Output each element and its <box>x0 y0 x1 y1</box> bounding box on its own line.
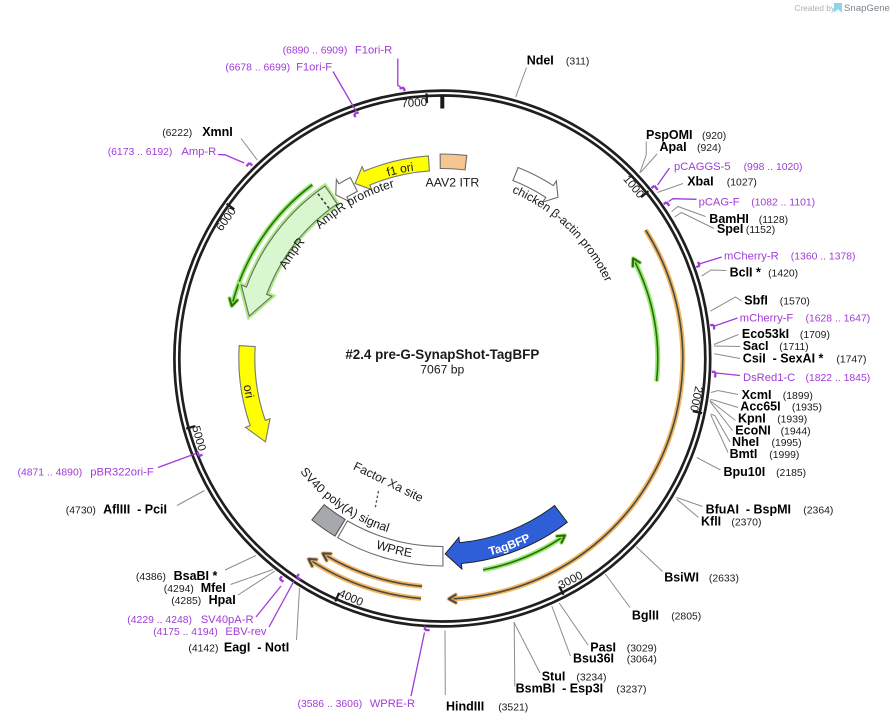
svg-text:(1360 .. 1378): (1360 .. 1378) <box>791 252 856 263</box>
svg-text:(1747): (1747) <box>836 355 866 366</box>
svg-text:BclI *: BclI * <box>730 266 761 280</box>
svg-text:(4229 .. 4248): (4229 .. 4248) <box>127 615 192 626</box>
svg-text:BmtI: BmtI <box>730 447 758 461</box>
svg-text:F1ori-R: F1ori-R <box>355 45 392 57</box>
svg-text:SbfI: SbfI <box>744 294 768 308</box>
svg-text:DsRed1-C: DsRed1-C <box>743 372 795 384</box>
svg-text:(924): (924) <box>697 143 721 154</box>
svg-text:EagI - NotI: EagI - NotI <box>224 641 289 655</box>
svg-text:(1082 .. 1101): (1082 .. 1101) <box>751 197 815 208</box>
svg-text:(2805): (2805) <box>671 612 701 623</box>
svg-text:(1152): (1152) <box>746 225 775 236</box>
svg-text:Bpu10I: Bpu10I <box>724 465 766 479</box>
svg-text:(1709): (1709) <box>800 330 830 341</box>
svg-text:(2185): (2185) <box>776 468 806 479</box>
svg-text:(998 .. 1020): (998 .. 1020) <box>744 162 803 173</box>
svg-text:(4142): (4142) <box>188 644 218 655</box>
svg-text:NdeI: NdeI <box>527 54 554 68</box>
svg-text:HpaI: HpaI <box>209 593 236 607</box>
svg-text:XmnI: XmnI <box>202 125 233 139</box>
svg-text:SV40pA-R: SV40pA-R <box>201 614 254 626</box>
svg-text:pCAG-F: pCAG-F <box>699 196 740 208</box>
svg-text:(6222): (6222) <box>162 128 192 139</box>
svg-text:(311): (311) <box>566 57 590 68</box>
svg-text:(2633): (2633) <box>709 574 739 585</box>
svg-text:(1570): (1570) <box>780 297 810 308</box>
svg-text:(4730): (4730) <box>66 506 96 517</box>
svg-text:(6678 .. 6699): (6678 .. 6699) <box>225 63 290 74</box>
svg-text:pBR322ori-F: pBR322ori-F <box>90 467 154 479</box>
svg-text:mCherry-R: mCherry-R <box>724 251 779 263</box>
svg-text:AAV2 ITR: AAV2 ITR <box>426 176 480 190</box>
svg-text:(1995): (1995) <box>772 438 802 449</box>
svg-text:(3064): (3064) <box>627 655 657 666</box>
svg-text:(4386): (4386) <box>136 572 166 583</box>
svg-text:WPRE-R: WPRE-R <box>370 698 415 710</box>
svg-text:ApaI: ApaI <box>660 140 687 154</box>
svg-text:Amp-R: Amp-R <box>181 146 216 158</box>
svg-text:(1027): (1027) <box>727 178 757 189</box>
svg-text:CsiI - SexAI *: CsiI - SexAI * <box>743 352 824 366</box>
svg-text:#2.4 pre-G-SynapShot-TagBFP: #2.4 pre-G-SynapShot-TagBFP <box>345 347 539 362</box>
svg-text:ori: ori <box>241 384 257 400</box>
svg-text:(1944): (1944) <box>781 427 811 438</box>
svg-text:(3521): (3521) <box>498 703 528 714</box>
svg-text:KflI: KflI <box>701 515 721 529</box>
svg-text:(6173 .. 6192): (6173 .. 6192) <box>108 147 173 158</box>
svg-text:(3237): (3237) <box>616 685 646 696</box>
svg-text:(1628 .. 1647): (1628 .. 1647) <box>806 314 871 325</box>
svg-text:(3586 .. 3606): (3586 .. 3606) <box>298 699 363 710</box>
svg-text:(4871 .. 4890): (4871 .. 4890) <box>18 468 83 479</box>
svg-text:7067 bp: 7067 bp <box>420 363 464 377</box>
svg-text:AflIII - PciI: AflIII - PciI <box>103 503 167 517</box>
svg-text:(1935): (1935) <box>792 403 822 414</box>
svg-text:(1420): (1420) <box>768 269 798 280</box>
svg-text:mCherry-F: mCherry-F <box>740 313 794 325</box>
svg-text:(4294): (4294) <box>164 584 194 595</box>
svg-text:(6890 .. 6909): (6890 .. 6909) <box>283 46 348 57</box>
svg-text:HindIII: HindIII <box>446 700 484 714</box>
svg-text:(2370): (2370) <box>731 518 761 529</box>
svg-text:Created by: Created by <box>794 3 835 13</box>
svg-text:(1999): (1999) <box>769 450 799 461</box>
svg-text:(3029): (3029) <box>627 644 657 655</box>
svg-text:BsiWI: BsiWI <box>664 571 699 585</box>
svg-text:(1939): (1939) <box>777 415 807 426</box>
svg-text:Bsu36I: Bsu36I <box>573 652 614 666</box>
svg-text:F1ori-F: F1ori-F <box>296 62 332 74</box>
svg-text:SpeI: SpeI <box>717 222 743 236</box>
svg-text:pCAGGS-5: pCAGGS-5 <box>674 161 731 173</box>
svg-text:(1822 .. 1845): (1822 .. 1845) <box>806 373 871 384</box>
svg-text:BglII: BglII <box>632 609 659 623</box>
svg-text:(1899): (1899) <box>783 391 813 402</box>
svg-text:(4175 .. 4194): (4175 .. 4194) <box>153 627 218 638</box>
svg-text:(4285): (4285) <box>171 596 201 607</box>
svg-text:XbaI: XbaI <box>687 175 713 189</box>
svg-text:BsmBI - Esp3I: BsmBI - Esp3I <box>516 682 604 696</box>
svg-text:(2364): (2364) <box>803 506 833 517</box>
svg-text:SnapGene: SnapGene <box>844 3 890 14</box>
svg-text:EBV-rev: EBV-rev <box>225 626 266 638</box>
svg-text:(920): (920) <box>702 131 726 142</box>
svg-text:7000: 7000 <box>401 97 427 111</box>
